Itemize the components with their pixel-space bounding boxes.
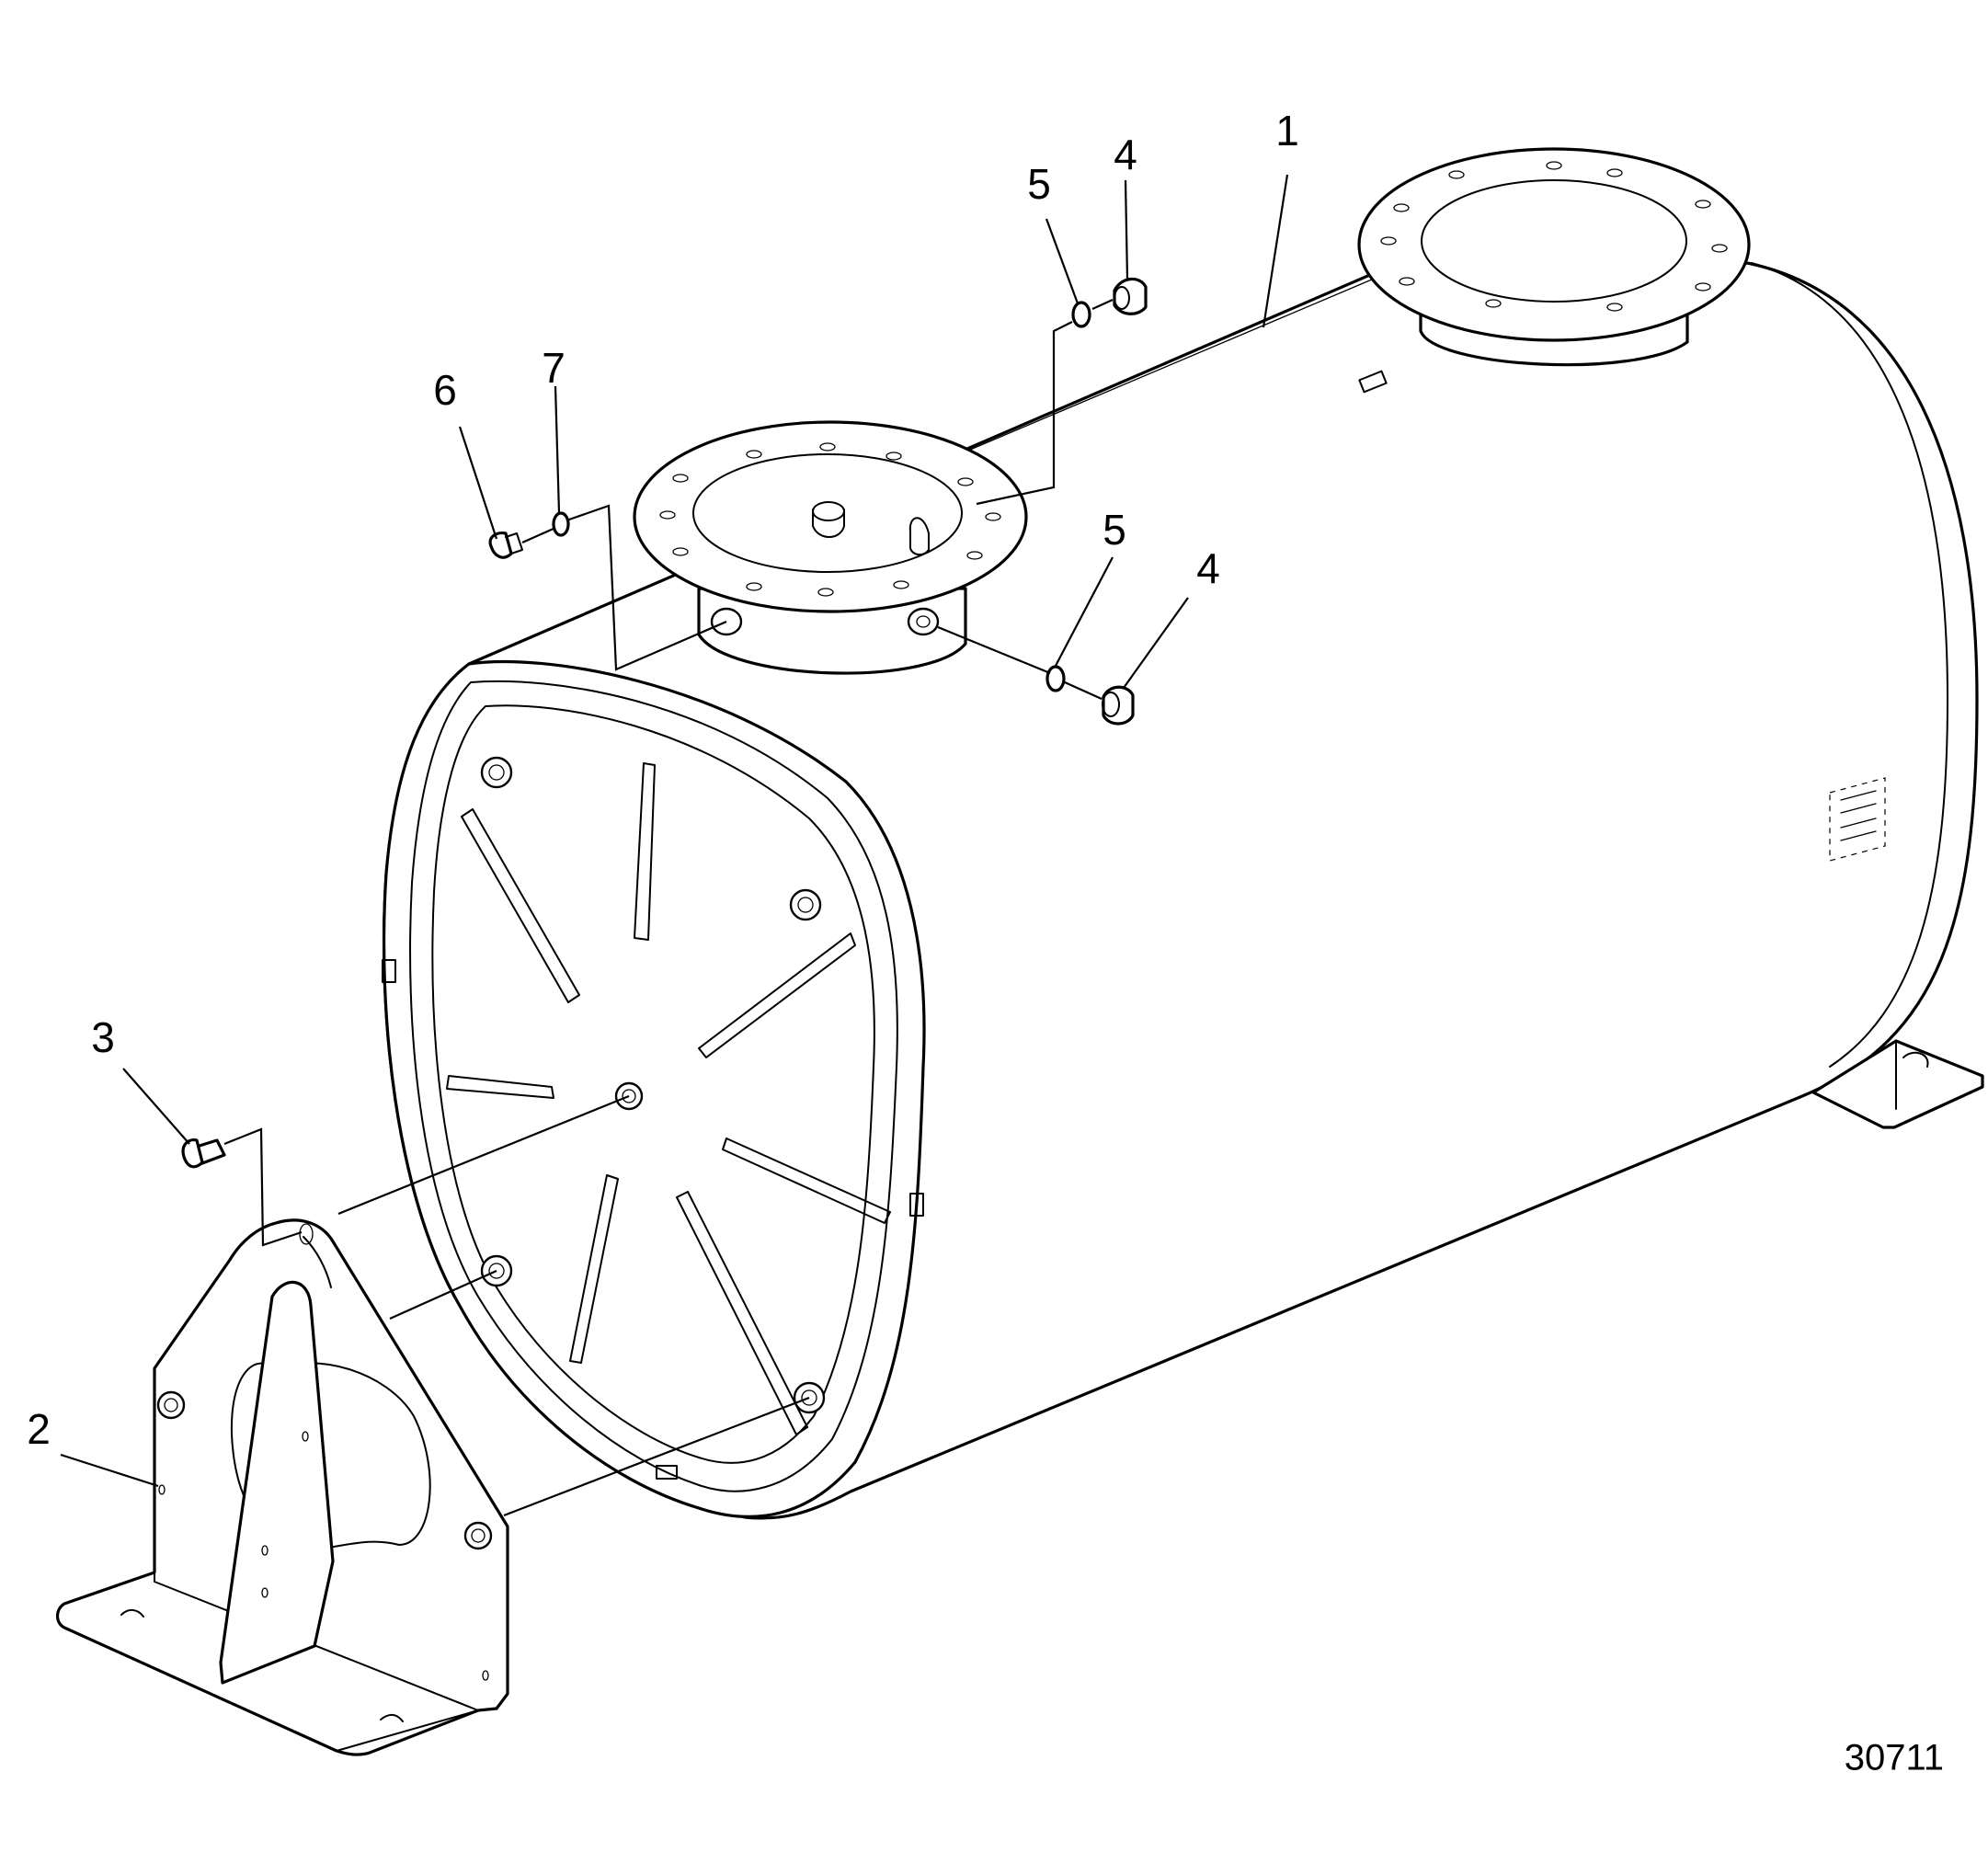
callout-leaders [60,174,1289,1488]
support-bracket [55,1218,509,1756]
callout-1: 1 [1275,107,1299,154]
washer-5-upper [1071,301,1091,328]
rear-flange [1357,147,1751,367]
assembly-lines [223,298,1114,1517]
bolt-3 [181,1138,226,1169]
callout-4-lower: 4 [1196,544,1220,592]
washer-7 [552,511,570,537]
callout-5-upper: 5 [1027,160,1051,208]
front-flange [633,420,1028,675]
callout-2: 2 [27,1405,51,1453]
rating-plate [1829,777,1886,862]
callout-3: 3 [91,1013,115,1061]
callout-6: 6 [433,366,457,414]
plug-4-upper [1113,277,1148,315]
callout-7: 7 [542,344,566,392]
figure-reference-number: 30711 [1845,1738,1944,1778]
callout-labels: 1 4 5 6 7 5 4 3 2 [27,107,1299,1453]
callout-5-lower: 5 [1103,506,1126,554]
bolt-6 [488,532,523,559]
callout-4-upper: 4 [1114,131,1137,178]
washer-5-lower [1045,665,1066,692]
tank-end-cap [382,659,926,1518]
plug-4-lower [1102,685,1135,726]
